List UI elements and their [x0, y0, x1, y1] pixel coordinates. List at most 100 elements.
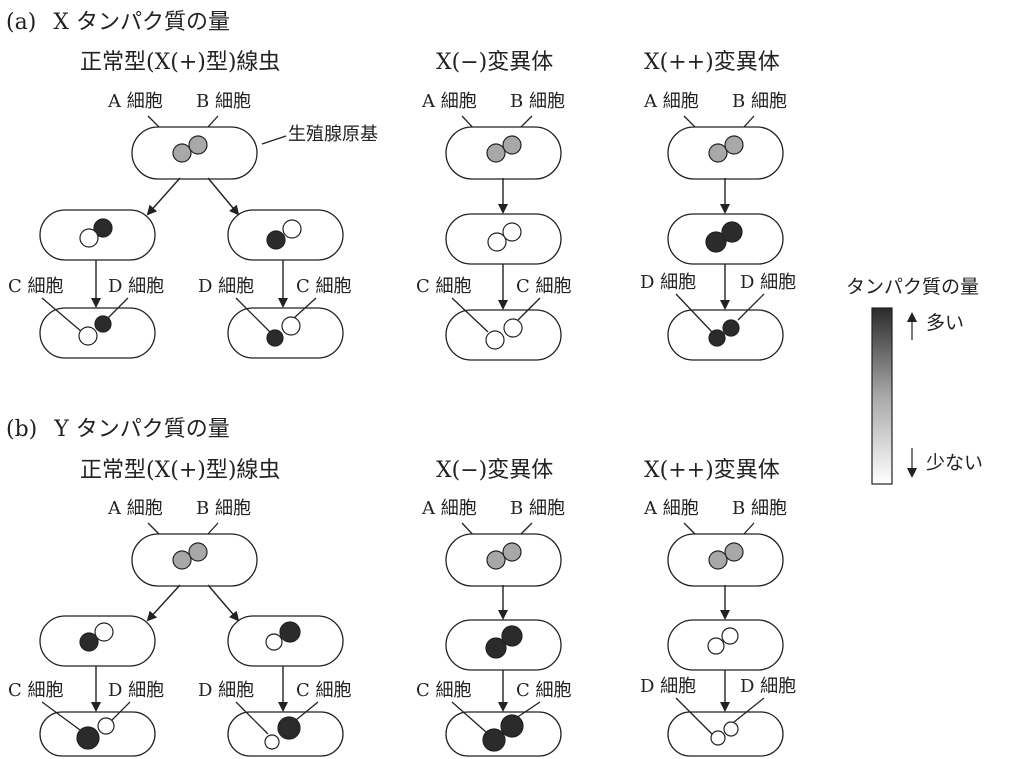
cell — [265, 633, 283, 651]
cell-label-c: C 細胞 — [516, 276, 572, 297]
legend-title: タンパク質の量 — [846, 276, 980, 298]
cell — [721, 627, 739, 645]
cell — [487, 232, 507, 252]
cell — [79, 632, 99, 652]
cell-label-b: B 細胞 — [196, 91, 251, 112]
cell-c — [78, 326, 98, 346]
cell-d — [710, 730, 726, 746]
gonad — [667, 309, 784, 361]
cell — [705, 231, 727, 253]
cell-c — [281, 316, 301, 336]
cell-a — [486, 550, 506, 570]
cell-d — [723, 721, 739, 737]
cell-label-b: B 細胞 — [196, 498, 251, 519]
cell-c — [500, 714, 524, 738]
cell-label-a: A 細胞 — [643, 91, 699, 112]
cell-label-b: B 細胞 — [732, 498, 787, 519]
cell-label-c: C 細胞 — [8, 680, 64, 701]
cell-c — [485, 330, 505, 350]
cell-label-b: B 細胞 — [510, 91, 565, 112]
cell-label-a: A 細胞 — [643, 498, 699, 519]
section-a-diagram: A 細胞 B 細胞 生殖腺原基 C 細胞 D 細胞 — [8, 91, 796, 361]
cell — [94, 622, 114, 642]
legend-low-label: 少ない — [926, 452, 984, 474]
column-x-minus: A 細胞 B 細胞 C 細胞 C 細胞 — [416, 91, 572, 361]
cell — [279, 621, 301, 643]
section-b-title: Y タンパク質の量 — [54, 417, 230, 442]
cell-a — [708, 143, 728, 163]
column-x-minus: A 細胞 B 細胞 C 細胞 C 細胞 — [416, 498, 572, 757]
cell-d — [266, 329, 284, 347]
cell-d — [708, 329, 726, 347]
column-x-plusplus: A 細胞 B 細胞 D 細胞 D 細胞 — [640, 91, 796, 361]
cell-b — [188, 542, 208, 562]
cell — [502, 222, 522, 242]
column-title-x-minus: X(−)変異体 — [436, 458, 554, 483]
cell-b — [724, 542, 744, 562]
cell-label-c: C 細胞 — [296, 680, 352, 701]
cell-d — [722, 319, 740, 337]
cell-c — [503, 318, 523, 338]
cell-label-d: D 細胞 — [640, 676, 696, 697]
cell-label-c: C 細胞 — [8, 276, 64, 297]
cell-label-d: D 細胞 — [108, 276, 164, 297]
cell-label-d: D 細胞 — [740, 676, 796, 697]
column-normal: A 細胞 B 細胞 生殖腺原基 C 細胞 D 細胞 — [8, 91, 378, 359]
cell-label-b: B 細胞 — [732, 91, 787, 112]
cell-b — [502, 542, 522, 562]
legend — [871, 307, 917, 485]
cell — [485, 637, 507, 659]
column-title-normal: 正常型(X(+)型)線虫 — [80, 50, 281, 75]
section-b-heading: (b) Y タンパク質の量 — [6, 411, 230, 443]
cell-a — [708, 550, 728, 570]
cell-c — [76, 726, 100, 750]
cell — [721, 221, 743, 243]
cell-label-d: D 細胞 — [108, 680, 164, 701]
section-a-title: X タンパク質の量 — [53, 10, 230, 35]
cell-label-a: A 細胞 — [421, 91, 477, 112]
cell-b — [502, 135, 522, 155]
cell — [79, 228, 99, 248]
cell-a — [172, 143, 192, 163]
cell-label-d: D 細胞 — [640, 272, 696, 293]
cell-d — [94, 315, 112, 333]
cell — [266, 230, 286, 250]
cell-b — [724, 135, 744, 155]
gonad — [39, 307, 156, 359]
cell — [501, 625, 523, 647]
column-x-plusplus: A 細胞 B 細胞 D 細胞 D 細胞 — [640, 498, 796, 757]
column-title-x-minus: X(−)変異体 — [436, 50, 554, 75]
cell-label-c: C 細胞 — [416, 680, 472, 701]
column-title-x-plusplus: X(++)変異体 — [644, 50, 780, 75]
legend-high-label: 多い — [926, 312, 965, 334]
cell-label-c: C 細胞 — [416, 276, 472, 297]
cell-label-b: B 細胞 — [510, 498, 565, 519]
primordium-label: 生殖腺原基 — [288, 123, 378, 145]
cell — [282, 219, 302, 239]
cell-c — [482, 728, 506, 752]
section-b-label: (b) — [6, 417, 38, 442]
gonad — [445, 309, 562, 361]
cell-label-d: D 細胞 — [198, 276, 254, 297]
cell-b — [188, 135, 208, 155]
column-title-x-plusplus: X(++)変異体 — [644, 458, 780, 483]
cell — [93, 218, 113, 238]
cell-label-d: D 細胞 — [198, 680, 254, 701]
cell-label-c: C 細胞 — [516, 680, 572, 701]
cell-d — [97, 717, 115, 735]
cell-d — [264, 734, 280, 750]
legend-gradient-bar — [871, 307, 893, 485]
gonad — [667, 619, 784, 671]
column-normal: A 細胞 B 細胞 C 細胞 D 細胞 — [8, 498, 352, 757]
cell-label-a: A 細胞 — [421, 498, 477, 519]
cell-label-d: D 細胞 — [740, 272, 796, 293]
column-title-normal: 正常型(X(+)型)線虫 — [80, 458, 281, 483]
cell-label-c: C 細胞 — [296, 276, 352, 297]
cell-a — [486, 143, 506, 163]
section-b-diagram: A 細胞 B 細胞 C 細胞 D 細胞 — [8, 498, 796, 757]
cell — [707, 637, 725, 655]
section-a-heading: (a) X タンパク質の量 — [6, 4, 230, 36]
cell-a — [172, 550, 192, 570]
section-a-label: (a) — [6, 10, 37, 35]
cell-label-a: A 細胞 — [107, 498, 163, 519]
